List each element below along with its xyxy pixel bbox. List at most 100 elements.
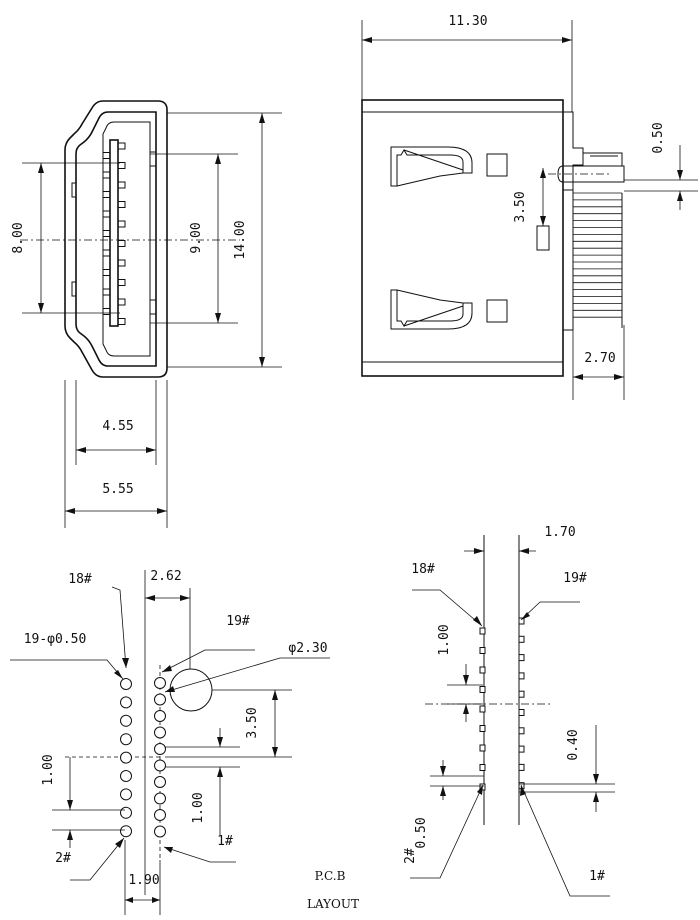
pin-view-1-label: 1# <box>589 869 605 884</box>
side-small-post <box>536 225 550 251</box>
pin-view-dim-pad: 0.40 <box>566 729 581 760</box>
connector-body-side <box>361 99 564 377</box>
pin-pad <box>479 725 486 732</box>
pin-view-18-label: 18# <box>411 562 435 577</box>
dim-height-mid: 9.00 <box>189 222 204 253</box>
pcb-hole <box>154 776 166 788</box>
front-contact-pins <box>102 142 126 325</box>
pin-pad <box>518 727 525 735</box>
dim-width-outer: 5.55 <box>102 482 133 497</box>
pin-pad <box>518 745 525 753</box>
pin-pad <box>479 627 486 635</box>
front-contact-pin <box>117 220 126 228</box>
pcb-hole <box>120 714 132 727</box>
pin-view-dim-offset: 0.50 <box>414 817 429 848</box>
front-view: 8.00 9.00 14.00 4.55 5.55 <box>11 100 282 528</box>
pcb-hole <box>120 733 132 746</box>
front-contact-pin <box>117 298 126 306</box>
pcb-title-line2: LAYOUT <box>307 897 359 911</box>
front-contact-pin <box>117 162 126 169</box>
pcb-hole <box>154 825 166 838</box>
pin-pad <box>518 763 525 771</box>
front-contact-pin <box>117 181 126 189</box>
pcb-hole <box>154 743 166 755</box>
dim-row-offset: 1.90 <box>128 873 159 888</box>
pcb-pin-2-label: 2# <box>55 851 71 866</box>
shell-notch-top <box>149 151 157 167</box>
side-square-top <box>486 153 508 177</box>
side-square-bottom <box>486 299 508 323</box>
front-contact-pin <box>102 308 111 315</box>
front-contact-pin <box>117 240 126 247</box>
front-contact-pin <box>102 288 111 296</box>
dim-pitch-left: 1.00 <box>41 754 56 785</box>
pin-view-19-label: 19# <box>563 571 587 586</box>
hole-spec: 19-φ0.50 <box>24 632 87 647</box>
front-contact-pin <box>102 152 111 159</box>
pin-view: 1.70 18# 19# 1# 2# 1.00 0.40 <box>403 525 615 897</box>
pcb-hole <box>120 806 132 819</box>
dim-offset: 3.50 <box>513 191 528 222</box>
pcb-hole <box>154 677 166 689</box>
dim-span: 1.70 <box>544 525 575 540</box>
front-contact-pin <box>102 191 111 198</box>
dim-pitch-right: 1.00 <box>191 792 206 823</box>
dim-width-inner: 4.55 <box>102 419 133 434</box>
front-contact-pin <box>117 318 126 325</box>
side-lead-top <box>557 165 625 183</box>
front-contact-pin <box>102 171 111 179</box>
pcb-pin-19-label: 19# <box>226 614 250 629</box>
pin-pad <box>518 654 525 662</box>
dim-length: 11.30 <box>448 14 487 29</box>
pin-pad <box>518 672 525 680</box>
mount-hole <box>169 668 213 712</box>
pcb-hole <box>154 693 166 706</box>
connector-outer-shell <box>64 100 168 378</box>
pcb-hole <box>154 792 166 805</box>
pcb-hole <box>154 726 166 739</box>
pin-view-dim-pitch: 1.00 <box>437 624 452 655</box>
front-contact-pin <box>102 249 111 257</box>
dim-height-outer: 14.00 <box>233 220 248 259</box>
pin-pad <box>479 744 486 752</box>
pcb-hole <box>120 696 132 709</box>
pcb-hole <box>120 825 132 838</box>
front-contact-pin <box>102 230 111 237</box>
side-view: 11.30 0.50 3.50 2.70 <box>361 14 698 400</box>
shell-notch-bottom <box>149 299 157 315</box>
shell-tab-top <box>71 182 77 198</box>
connector-cavity <box>102 121 151 357</box>
front-contact-pin <box>102 269 111 276</box>
mount-hole-spec: φ2.30 <box>288 641 327 656</box>
pcb-hole <box>154 809 166 821</box>
pin-pad <box>479 764 486 771</box>
side-lead-comb <box>573 192 623 328</box>
dim-lead-length: 2.70 <box>584 351 615 366</box>
pin-pad <box>479 686 486 693</box>
front-contact-pin <box>117 142 126 150</box>
shell-tab-bottom <box>71 281 77 297</box>
pcb-hole <box>154 759 166 772</box>
pcb-hole <box>154 710 166 722</box>
pcb-hole-grid <box>120 677 166 838</box>
contact-tongue <box>109 139 119 327</box>
rear-block <box>563 111 584 191</box>
pin-pad <box>479 705 486 713</box>
pin-pad <box>518 709 525 716</box>
pin-pad <box>518 617 525 625</box>
pin-pad <box>479 666 486 674</box>
dim-hole-offset: 3.50 <box>245 707 260 738</box>
pcb-pin-1-label: 1# <box>217 834 233 849</box>
pcb-hole <box>120 751 132 764</box>
dim-lead-pitch: 0.50 <box>651 122 666 153</box>
pin-view-2-label: 2# <box>403 848 418 864</box>
pin-pad <box>479 647 486 654</box>
spring-clip-top <box>390 146 473 187</box>
pin-18-label: 18# <box>68 572 92 587</box>
pin-pads <box>479 617 525 791</box>
pcb-hole <box>120 678 132 690</box>
pin-pad <box>518 690 525 698</box>
pcb-layout: 2.62 18# 19-φ0.50 19# φ2.30 1# 2# 3.50 <box>10 569 359 915</box>
pcb-hole <box>120 788 132 801</box>
